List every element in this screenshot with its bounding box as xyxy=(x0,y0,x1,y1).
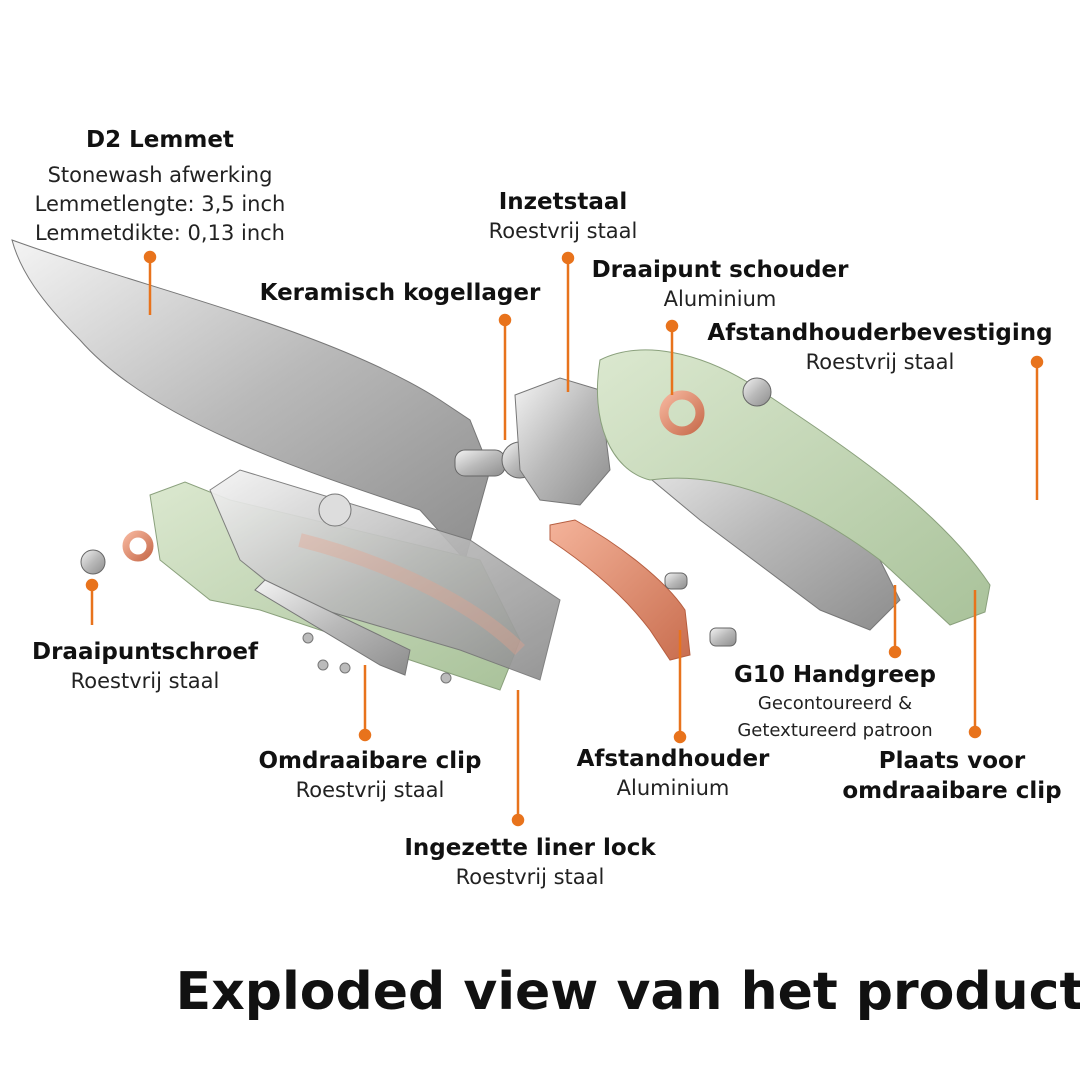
label-blade: D2 Lemmet Stonewash afwerking Lemmetleng… xyxy=(35,125,286,248)
pivot-screw xyxy=(80,549,106,575)
label-pivot-shoulder: Draaipunt schouder Aluminium xyxy=(592,255,849,314)
standoff-backspacer xyxy=(549,519,691,661)
label-sub: Aluminium xyxy=(663,287,777,311)
label-title: Keramisch kogellager xyxy=(259,280,541,306)
label-sub: Lemmetdikte: 0,13 inch xyxy=(35,221,285,245)
page-title: Exploded view van het product xyxy=(175,962,1080,1022)
label-standoff: Afstandhouder Aluminium xyxy=(577,744,770,803)
label-clip: Omdraaibare clip Roestvrij staal xyxy=(258,746,481,805)
label-insert: Inzetstaal Roestvrij staal xyxy=(489,187,638,246)
label-sub: Roestvrij staal xyxy=(805,350,955,374)
blade xyxy=(11,239,491,562)
bearing xyxy=(454,449,506,477)
label-sub: Roestvrij staal xyxy=(70,669,220,693)
pivot-shoulder xyxy=(659,390,705,436)
label-sub: Roestvrij staal xyxy=(295,778,445,802)
label-standoff-fix: Afstandhouderbevestiging Roestvrij staal xyxy=(707,318,1052,377)
label-liner: Ingezette liner lock Roestvrij staal xyxy=(404,833,655,892)
label-title: Inzetstaal xyxy=(498,189,628,215)
label-title: Draaipuntschroef xyxy=(31,639,259,665)
label-sub: Roestvrij staal xyxy=(488,219,638,243)
label-title: Ingezette liner lock xyxy=(404,835,656,861)
label-bearing: Keramisch kogellager xyxy=(260,278,541,308)
label-sub: Stonewash afwerking xyxy=(47,163,273,187)
label-title: D2 Lemmet xyxy=(86,127,234,153)
label-sub: Roestvrij staal xyxy=(455,865,605,889)
label-title: Plaats voor xyxy=(878,748,1026,774)
label-title: Draaipunt schouder xyxy=(591,257,849,283)
label-sub: Aluminium xyxy=(616,776,730,800)
label-title: Omdraaibare clip xyxy=(258,748,482,774)
label-pivot-screw: Draaipuntschroef Roestvrij staal xyxy=(32,637,258,696)
label-title: Afstandhouder xyxy=(576,746,770,772)
label-clip-spot: Plaats voor omdraaibare clip xyxy=(842,746,1061,806)
label-title: omdraaibare clip xyxy=(842,778,1062,804)
leader-lines xyxy=(85,250,1044,827)
pocket-clip xyxy=(254,579,411,676)
label-title: G10 Handgreep xyxy=(734,662,936,688)
label-handle: G10 Handgreep Gecontoureerd & Getexturee… xyxy=(734,660,936,744)
insert-steel xyxy=(514,377,611,506)
label-sub: Lemmetlengte: 3,5 inch xyxy=(34,192,286,216)
label-title: Afstandhouderbevestiging xyxy=(707,320,1053,346)
label-sub: Gecontoureerd & xyxy=(757,693,913,714)
label-sub: Getextureerd patroon xyxy=(737,720,933,741)
liner-lock xyxy=(209,469,561,681)
